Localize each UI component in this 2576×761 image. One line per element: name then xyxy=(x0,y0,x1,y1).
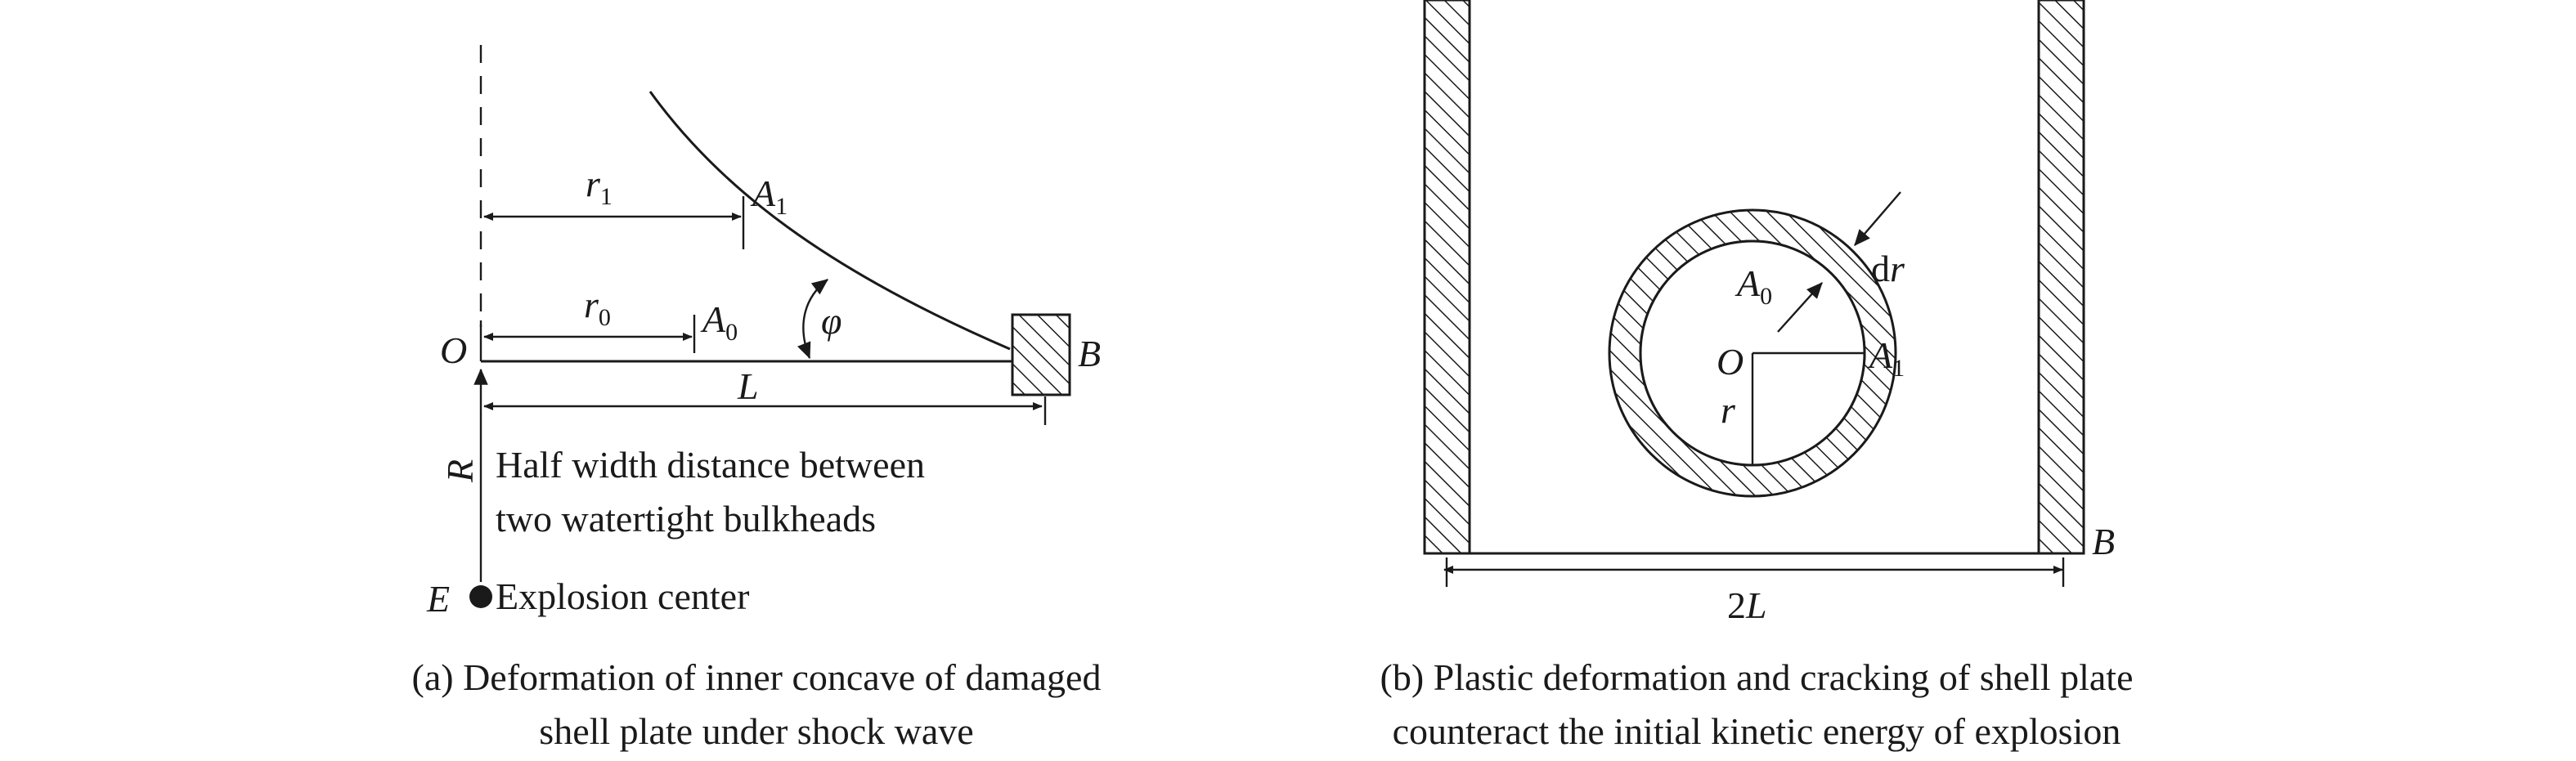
caption-b-line2: counteract the initial kinetic energy of… xyxy=(1393,710,2121,752)
label-B: B xyxy=(1078,333,1101,374)
right-bulkhead xyxy=(2037,0,2085,555)
label-L: L xyxy=(737,365,759,407)
label-A1-b: A1 xyxy=(1867,334,1905,382)
half-width-line2: two watertight bulkheads xyxy=(496,498,876,539)
caption-a-line1: (a) Deformation of inner concave of dama… xyxy=(412,656,1102,698)
label-2L: 2L xyxy=(1727,584,1767,626)
label-r1: r1 xyxy=(586,163,613,210)
phi-angle-arc xyxy=(797,279,828,360)
label-B-b: B xyxy=(2092,521,2115,562)
label-R: R xyxy=(439,459,481,483)
label-O: O xyxy=(440,329,467,371)
dr-arrow-outer xyxy=(1854,191,1901,246)
explosion-center-label: Explosion center xyxy=(496,575,749,617)
panel-a: O A1 A0 r1 r0 φ B L R Half width distanc… xyxy=(412,45,1102,752)
caption-a-line2: shell plate under shock wave xyxy=(539,710,973,752)
label-phi: φ xyxy=(821,300,841,342)
deformed-plate-curve xyxy=(648,91,1011,351)
bulkhead-block xyxy=(1011,313,1071,396)
label-O-b: O xyxy=(1717,341,1744,383)
label-A1: A1 xyxy=(750,172,788,220)
label-A0-b: A0 xyxy=(1735,262,1772,310)
label-r0: r0 xyxy=(584,284,611,331)
label-E: E xyxy=(426,578,450,620)
left-bulkhead xyxy=(1423,0,1471,555)
explosion-center-dot xyxy=(469,585,492,608)
dr-arrow-inner xyxy=(1777,282,1823,333)
panel-b: A0 O r A1 dr B 2L (b) Plastic deformatio… xyxy=(1380,0,2134,752)
label-dr: dr xyxy=(1871,248,1905,289)
label-r-b: r xyxy=(1721,389,1736,431)
half-width-line1: Half width distance between xyxy=(496,444,925,486)
label-A0: A0 xyxy=(700,298,738,346)
caption-b-line1: (b) Plastic deformation and cracking of … xyxy=(1380,656,2134,698)
